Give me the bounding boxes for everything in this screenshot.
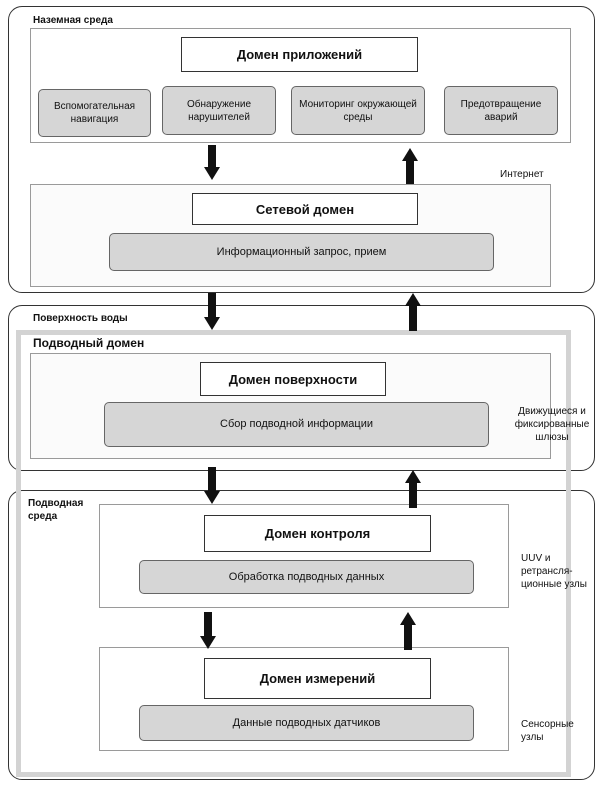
uuv-relay-label: UUV и ретрансля-ционные узлы <box>521 553 587 590</box>
up-arrow-icon <box>405 293 421 331</box>
network-query-pill: Информационный запрос, прием <box>109 233 494 271</box>
underwater-environment <box>8 490 595 780</box>
control-domain-title: Домен контроля <box>204 515 431 552</box>
underwater-domain-frame <box>16 330 571 777</box>
down-arrow-icon <box>204 145 220 180</box>
down-arrow-icon <box>200 612 216 649</box>
underwater-sensor-data-pill: Данные подводных датчиков <box>139 705 474 741</box>
gateways-label: Движущиеся и фиксированные шлюзы <box>514 406 590 443</box>
service-environment-monitoring: Мониторинг окружающей среды <box>291 86 425 135</box>
ground-environment-label: Наземная среда <box>33 15 113 26</box>
internet-label: Интернет <box>500 169 544 180</box>
ground-environment <box>8 6 595 293</box>
water-surface-environment <box>8 305 595 471</box>
underwater-data-processing-pill: Обработка подводных данных <box>139 560 474 594</box>
service-accident-prevention: Предотвращение аварий <box>444 86 558 135</box>
measurement-domain-title: Домен измерений <box>204 658 431 699</box>
down-arrow-icon <box>204 467 220 504</box>
down-arrow-icon <box>204 293 220 330</box>
underwater-domain-label: Подводный домен <box>33 336 145 350</box>
surface-domain-title: Домен поверхности <box>200 362 386 396</box>
underwater-environment-label: Подводная среда <box>28 498 84 522</box>
water-surface-label: Поверхность воды <box>33 313 128 324</box>
application-domain-title: Домен приложений <box>181 37 418 72</box>
network-domain-title: Сетевой домен <box>192 193 418 225</box>
up-arrow-icon <box>400 612 416 650</box>
up-arrow-icon <box>402 148 418 184</box>
service-intruder-detection: Обнаружение нарушителей <box>162 86 276 135</box>
up-arrow-icon <box>405 470 421 508</box>
underwater-info-collection-pill: Сбор подводной информации <box>104 402 489 447</box>
service-auxiliary-navigation: Вспомогательная навигация <box>38 89 151 137</box>
sensor-nodes-label: Сенсорные узлы <box>521 719 574 743</box>
